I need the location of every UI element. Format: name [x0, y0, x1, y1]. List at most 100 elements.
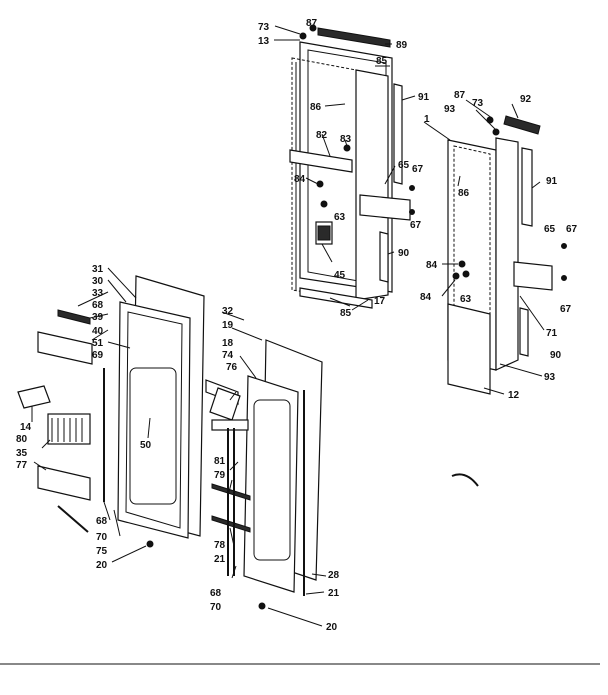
- callout-76: 76: [226, 362, 238, 373]
- callout-67-right: 67: [566, 224, 578, 235]
- callout-93: 93: [444, 104, 456, 115]
- callout-67: 67: [412, 164, 424, 175]
- callout-20-right: 20: [326, 622, 338, 633]
- screw-20-left: [146, 540, 154, 548]
- screw-73-right: [492, 128, 500, 136]
- screw-20-right: [258, 602, 266, 610]
- callout-20: 20: [96, 560, 108, 571]
- callout-31: 31: [92, 264, 104, 275]
- callout-68-right: 68: [210, 588, 222, 599]
- screw-73: [299, 32, 307, 40]
- callout-65-right: 65: [544, 224, 556, 235]
- top-cap-bar-92: [503, 115, 541, 135]
- callout-74: 74: [222, 350, 234, 361]
- callout-14: 14: [20, 422, 32, 433]
- callout-81: 81: [214, 456, 226, 467]
- door-opening-50: [129, 367, 177, 505]
- callout-92: 92: [520, 94, 532, 105]
- top-cap-bar-89: [317, 27, 391, 48]
- callout-68-b: 68: [96, 516, 108, 527]
- cap-14: [17, 385, 51, 409]
- lower-panel-12: [447, 303, 491, 395]
- callout-90: 90: [398, 248, 410, 259]
- clip-part: [451, 473, 479, 487]
- bar-75: [57, 505, 89, 533]
- callout-51: 51: [92, 338, 104, 349]
- screw-67a: [409, 185, 415, 191]
- shelf-78: [211, 515, 251, 533]
- callout-67-right-b: 67: [560, 304, 572, 315]
- callout-65: 65: [398, 160, 410, 171]
- strip-91: [393, 83, 403, 185]
- callout-63: 63: [334, 212, 346, 223]
- grille-81: [211, 419, 249, 431]
- grille-80: [47, 413, 91, 445]
- screw-84-right-a: [458, 260, 466, 268]
- bin-77: [37, 465, 91, 501]
- strip-91-right: [521, 147, 533, 227]
- screw-67-right-a: [561, 243, 567, 249]
- callout-91: 91: [418, 92, 430, 103]
- callout-35: 35: [16, 448, 28, 459]
- callout-30: 30: [92, 276, 104, 287]
- callout-75: 75: [96, 546, 108, 557]
- callout-45: 45: [334, 270, 346, 281]
- strip-90-right: [519, 307, 529, 357]
- leader-lines: [31, 25, 545, 627]
- callout-82: 82: [316, 130, 328, 141]
- callout-77: 77: [16, 460, 28, 471]
- callout-85-b: 85: [340, 308, 352, 319]
- callout-71: 71: [546, 328, 558, 339]
- callout-70-right: 70: [210, 602, 222, 613]
- lower-left-door-assembly: [17, 275, 205, 548]
- callout-89: 89: [396, 40, 408, 51]
- screw-84-right-b: [452, 272, 460, 280]
- callout-63-right: 63: [460, 294, 472, 305]
- callout-labels: 73 13 87 89 85 86 91 82 83 65 67 84 63 6…: [16, 18, 578, 633]
- callout-18: 18: [222, 338, 234, 349]
- shelf-40: [37, 331, 93, 365]
- callout-12: 12: [508, 390, 520, 401]
- callout-80: 80: [16, 434, 28, 445]
- bottom-rail-17: [299, 287, 373, 309]
- screw-67-right-b: [561, 275, 567, 281]
- callout-28: 28: [328, 570, 340, 581]
- callout-87: 87: [306, 18, 318, 29]
- callout-84: 84: [294, 174, 306, 185]
- callout-93-right: 93: [544, 372, 556, 383]
- callout-67-b: 67: [410, 220, 422, 231]
- callout-87-right: 87: [454, 90, 466, 101]
- callout-68: 68: [92, 300, 104, 311]
- callout-84-right-b: 84: [420, 292, 432, 303]
- bracket-65: [359, 194, 411, 221]
- callout-86: 86: [310, 102, 322, 113]
- screw-67b: [409, 209, 415, 215]
- callout-86-right: 86: [458, 188, 470, 199]
- callout-90-right: 90: [550, 350, 562, 361]
- upper-right-door-assembly: [447, 115, 567, 487]
- callout-69: 69: [92, 350, 104, 361]
- callout-40: 40: [92, 326, 104, 337]
- screw-63: [320, 200, 328, 208]
- screw-63-right: [462, 270, 470, 278]
- shelf-79: [211, 483, 251, 501]
- callout-13: 13: [258, 36, 270, 47]
- callout-32: 32: [222, 306, 234, 317]
- bracket-65-right: [513, 261, 553, 291]
- callout-39: 39: [92, 312, 104, 323]
- callout-84-right: 84: [426, 260, 438, 271]
- callout-50: 50: [140, 440, 152, 451]
- callout-33: 33: [92, 288, 104, 299]
- inner-frame-31: [117, 301, 191, 539]
- callout-1: 1: [424, 114, 430, 125]
- callout-19: 19: [222, 320, 234, 331]
- callout-17: 17: [374, 296, 386, 307]
- hinge-bracket-82: [289, 149, 353, 173]
- screw-87: [309, 24, 317, 32]
- lower-right-door-assembly: [205, 339, 323, 610]
- rail-39: [57, 309, 91, 325]
- callout-21: 21: [214, 554, 226, 565]
- callout-78: 78: [214, 540, 226, 551]
- upper-left-door-assembly: [289, 24, 415, 309]
